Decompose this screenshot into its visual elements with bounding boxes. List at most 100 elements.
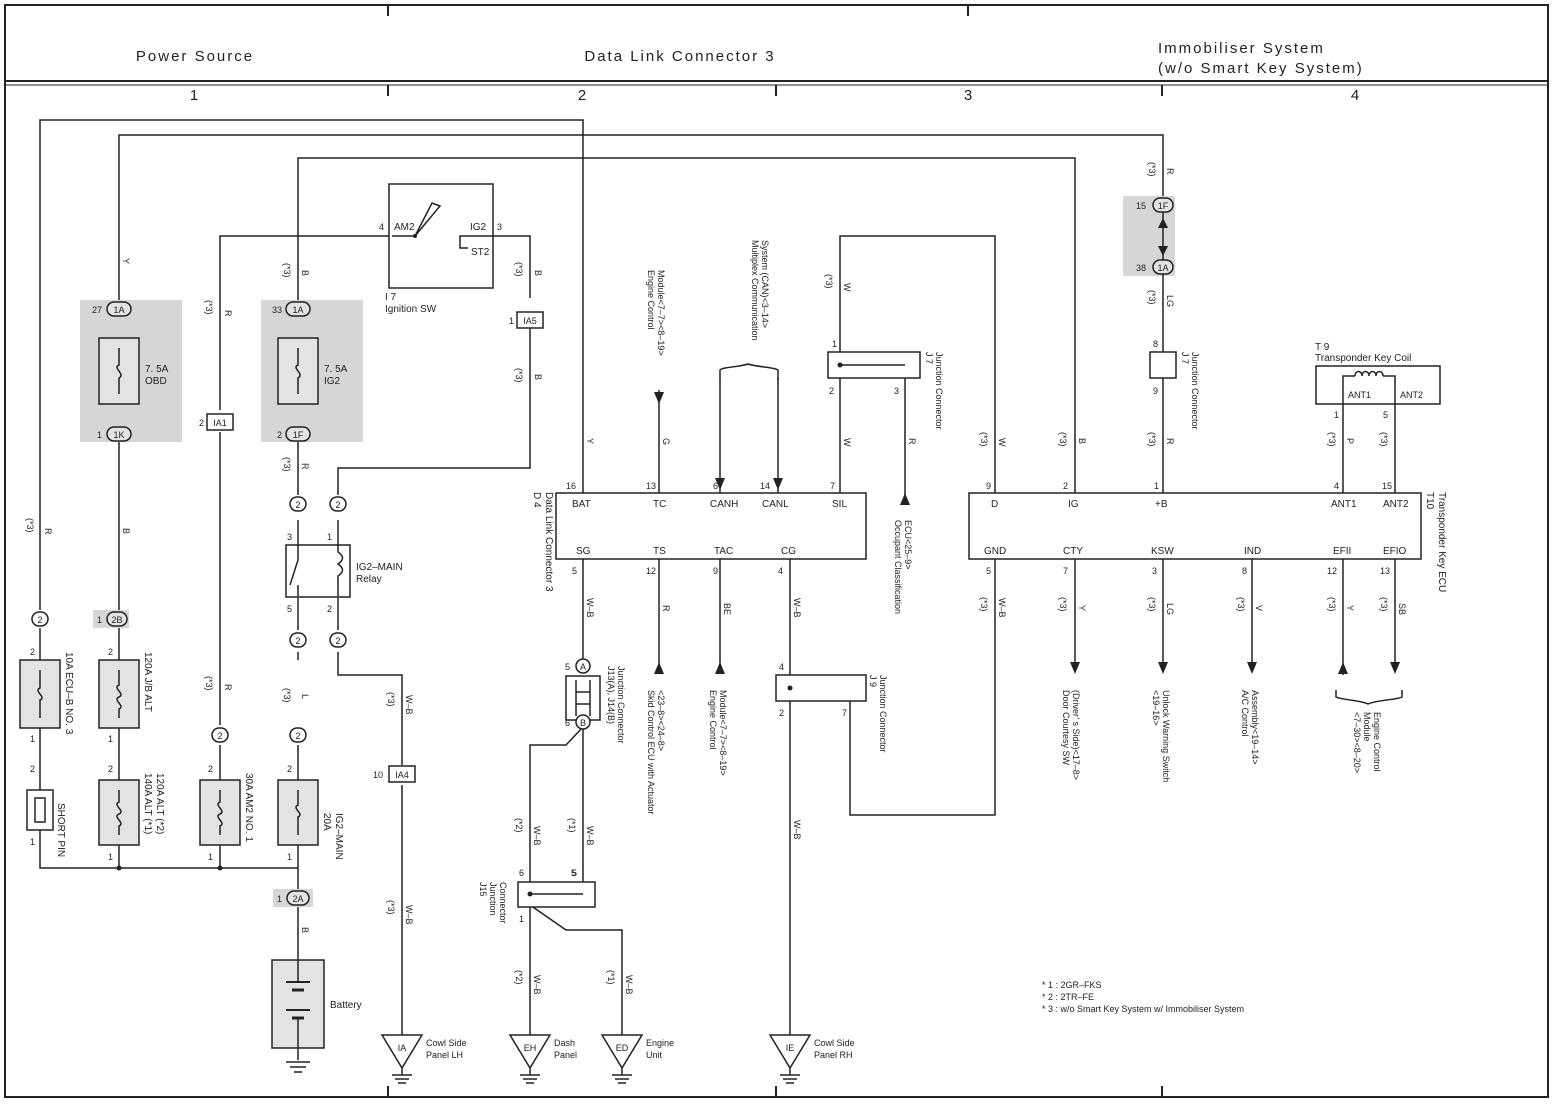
wire-color: LG (1165, 295, 1175, 307)
ground-ie-label-1: Cowl Side (814, 1038, 855, 1048)
engine-efi-label-2: Module (1362, 712, 1372, 742)
svg-text:(*3): (*3) (1327, 597, 1337, 612)
ac-label-1: A/C Control (1240, 690, 1250, 737)
wire-color: W–B (624, 975, 634, 995)
svg-text:2: 2 (287, 764, 292, 774)
column-number-1: 1 (190, 87, 198, 104)
connector-ovals: 1A 27 1K 1 1A 33 1F 2 IA1 2 IA5 1 IA4 10… (31, 197, 1174, 906)
battery-label: Battery (330, 1000, 362, 1011)
wire-color: R (43, 528, 53, 535)
ground-ia-label-2: Panel LH (426, 1050, 463, 1060)
ecu-pin-d: D (991, 499, 998, 510)
engine-efi-label-3: <7–30><8–20> (1352, 712, 1362, 773)
coil-pin-ant1: ANT1 (1348, 390, 1371, 400)
connector-label: 1A (113, 305, 124, 315)
ecu-pin-ind: IND (1244, 546, 1261, 557)
ground-ed-code: ED (616, 1043, 629, 1053)
svg-text:2: 2 (327, 604, 332, 614)
svg-text:2: 2 (295, 636, 300, 646)
ac-label-2: Assembly<19–14> (1250, 690, 1260, 765)
svg-text:(*3): (*3) (514, 262, 524, 277)
ecu-pin-efio: EFIO (1383, 546, 1407, 557)
svg-text:(*3): (*3) (1058, 432, 1068, 447)
note-2: * 2 : 2TR–FE (1042, 992, 1094, 1002)
svg-text:1: 1 (509, 316, 514, 326)
wire-color: W–B (404, 905, 414, 925)
wire-color: B (533, 374, 543, 380)
pin-number: 15 (1136, 201, 1146, 211)
ecu-pin-ant2: ANT2 (1383, 499, 1409, 510)
svg-text:1: 1 (30, 734, 35, 744)
relay-name-1: IG2–MAIN (356, 562, 403, 573)
svg-text:1A: 1A (1157, 263, 1168, 273)
svg-text:2: 2 (277, 430, 282, 440)
connector-label: 1F (293, 430, 304, 440)
j7-id: J 7 (924, 352, 934, 364)
svg-text:4: 4 (779, 662, 784, 672)
wire-color: B (1077, 438, 1087, 444)
dlc-pin-tc: TC (653, 499, 666, 510)
fuses: 7. 5A OBD 7. 5A IG2 (19, 337, 348, 846)
ig-sw-pin-ig2: IG2 (470, 222, 487, 233)
pin-number: 38 (1136, 263, 1146, 273)
ground-ie-label-2: Panel RH (814, 1050, 853, 1060)
svg-text:(*3): (*3) (386, 692, 396, 707)
ecu-pin-ant1: ANT1 (1331, 499, 1357, 510)
svg-text:1: 1 (519, 914, 524, 924)
ecu-name: Transponder Key ECU (1436, 492, 1447, 592)
svg-text:1: 1 (277, 894, 282, 904)
wire-color: BE (722, 603, 732, 615)
dlc-pin-bat: BAT (572, 499, 591, 510)
j7-right-name: Junction Connector (1190, 352, 1200, 430)
ground-ed-label-1: Engine (646, 1038, 674, 1048)
svg-text:A: A (580, 662, 586, 672)
ground-eh: EH Dash Panel (508, 1034, 577, 1084)
ecu-num: 12 (1327, 566, 1337, 576)
wire-color: W–B (532, 826, 542, 846)
wire-color: Y (1077, 605, 1087, 611)
junction-j15: 6 5 1 J15 Junction Connector (478, 868, 596, 924)
fuse-am2-label: 30A AM2 NO. 1 (243, 773, 254, 842)
section-title-dlc: Data Link Connector 3 (584, 48, 775, 65)
ecu-num: 2 (1063, 481, 1068, 491)
pin-number: 33 (272, 305, 282, 315)
dlc-id: D 4 (531, 492, 542, 508)
door-label-1: Door Courtesy SW (1061, 690, 1071, 766)
coil-num: 1 (1334, 410, 1339, 420)
dlc-num: 16 (566, 481, 576, 491)
fuse-alt-label-2: 120A ALT (*2) (154, 773, 165, 834)
svg-text:2: 2 (335, 500, 340, 510)
j13-name: Junction Connector (616, 666, 626, 744)
fuse-ig2-main-label-1: 20A (321, 813, 332, 831)
condition-marks: (*3) (*3) (*3) (*3) (*3) (*3) (*3) (*3) … (25, 162, 1389, 985)
svg-text:(*3): (*3) (824, 274, 834, 289)
wire-color: W (842, 283, 852, 292)
fuse-jb-alt-label: 120A J/B ALT (142, 652, 153, 712)
svg-text:(*3): (*3) (1236, 597, 1246, 612)
ground-eh-label-1: Dash (554, 1038, 575, 1048)
wire-color: B (300, 927, 310, 933)
ground-eh-code: EH (524, 1043, 537, 1053)
svg-text:5: 5 (572, 868, 577, 878)
svg-text:1: 1 (287, 852, 292, 862)
j9-id: J 9 (868, 675, 878, 687)
svg-text:(*3): (*3) (514, 368, 524, 383)
svg-text:5: 5 (565, 662, 570, 672)
wire-color: LG (1165, 603, 1175, 615)
skid-label-2: <23–8><24–8> (656, 690, 666, 751)
junction-j7-right: 8 9 J 7 Junction Connector (1149, 339, 1200, 430)
wire-color: W (842, 438, 852, 447)
wire-color: V (1254, 605, 1264, 611)
fuse-ig2-main (277, 779, 319, 846)
fuse-alt-label-1: 140A ALT (*1) (142, 773, 153, 834)
can-label-2: System (CAN)<3–14> (760, 240, 770, 328)
wire-color: W–B (997, 598, 1007, 618)
svg-text:(*3): (*3) (386, 900, 396, 915)
svg-text:1: 1 (97, 430, 102, 440)
dlc-name: Data Link Connector 3 (543, 492, 554, 592)
svg-text:7: 7 (842, 708, 847, 718)
dlc-pin-sg: SG (576, 546, 591, 557)
wire-color: Y (1345, 605, 1355, 611)
svg-text:(*3): (*3) (1379, 597, 1389, 612)
svg-text:5: 5 (287, 604, 292, 614)
